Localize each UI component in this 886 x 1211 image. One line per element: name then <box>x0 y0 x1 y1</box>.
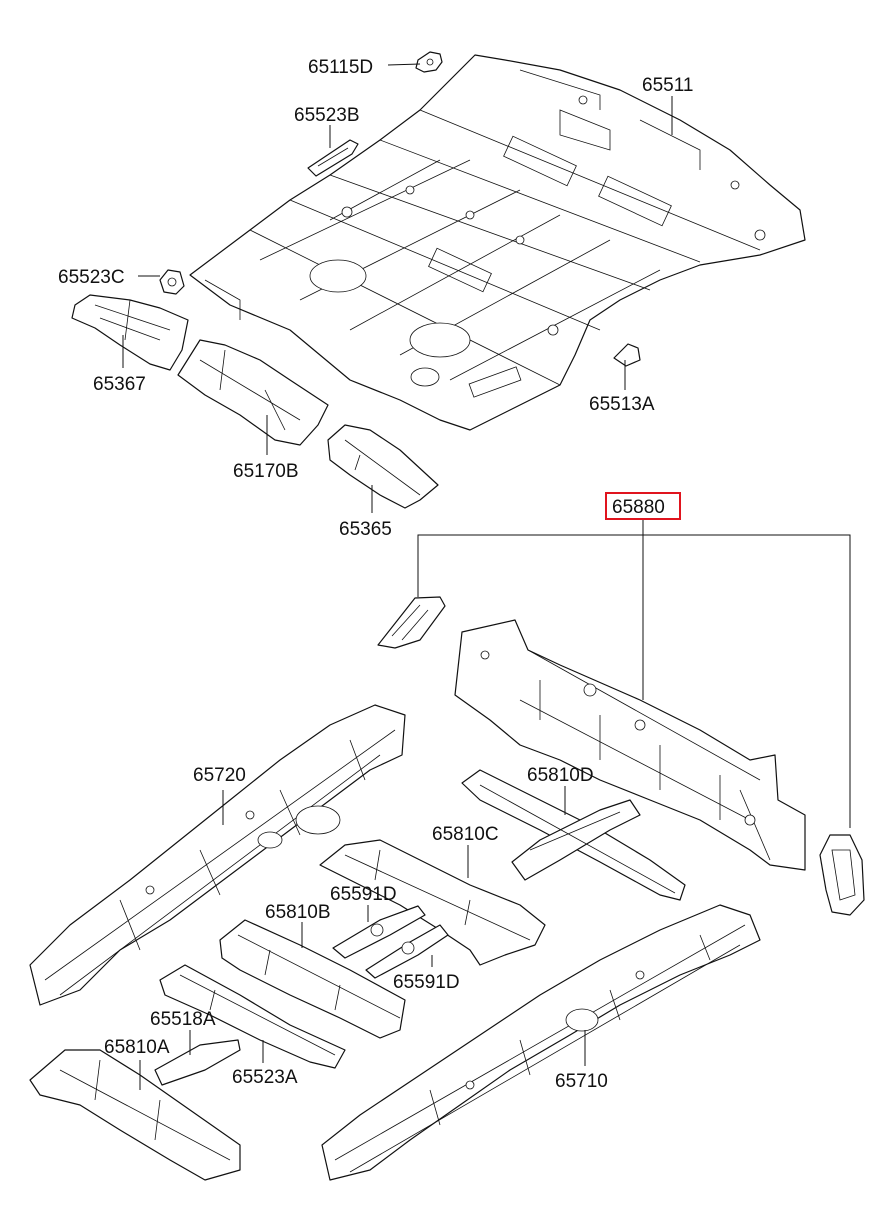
label-65365: 65365 <box>339 519 392 540</box>
part-65591D-bracket-lower <box>365 924 449 979</box>
label-65523B: 65523B <box>294 105 360 126</box>
part-65720-side-member <box>29 704 406 1006</box>
part-65365-crossmember <box>327 424 439 509</box>
label-65513A: 65513A <box>589 394 655 415</box>
label-65710: 65710 <box>555 1071 608 1092</box>
label-65115D: 65115D <box>308 57 373 78</box>
label-65367: 65367 <box>93 374 146 395</box>
part-65170B-crossmember <box>177 339 329 446</box>
label-65523C: 65523C <box>58 267 125 288</box>
label-65810D: 65810D <box>527 765 594 786</box>
label-65591D-lower: 65591D <box>393 972 460 993</box>
part-65518A-bracket <box>154 1039 241 1086</box>
part-65367-crossmember <box>71 294 189 371</box>
part-65513A-bracket <box>613 343 641 367</box>
part-65810C-crossmember <box>319 839 546 966</box>
part-65880-assembly <box>377 596 865 916</box>
highlight-box-65880 <box>605 492 681 520</box>
part-65115D-bracket <box>415 51 443 73</box>
part-65591D-bracket-upper <box>332 905 426 959</box>
label-65511: 65511 <box>642 75 693 96</box>
label-65810C: 65810C <box>432 824 499 845</box>
label-65591D-upper: 65591D <box>330 884 397 905</box>
part-65810A-crossmember <box>29 1049 241 1181</box>
label-65880[interactable]: 65880 <box>612 497 665 518</box>
part-65523B-bracket <box>307 139 359 177</box>
part-65511-floor-panel <box>189 54 806 431</box>
leader-lines <box>122 63 851 1090</box>
part-65523A-crossmember <box>159 964 346 1069</box>
part-65523C-bracket <box>159 269 185 295</box>
label-65518A: 65518A <box>150 1009 216 1030</box>
part-65710-side-member <box>321 904 761 1181</box>
part-65810D-crossmember <box>461 769 686 901</box>
label-65720: 65720 <box>193 765 246 786</box>
part-labels: 65115D 65511 65523B 65523C 65367 65170B … <box>58 57 693 1092</box>
label-65523A: 65523A <box>232 1067 298 1088</box>
label-65170B: 65170B <box>233 461 299 482</box>
part-65810B-crossmember <box>219 919 406 1039</box>
label-65810A: 65810A <box>104 1037 170 1058</box>
label-65810B: 65810B <box>265 902 331 923</box>
